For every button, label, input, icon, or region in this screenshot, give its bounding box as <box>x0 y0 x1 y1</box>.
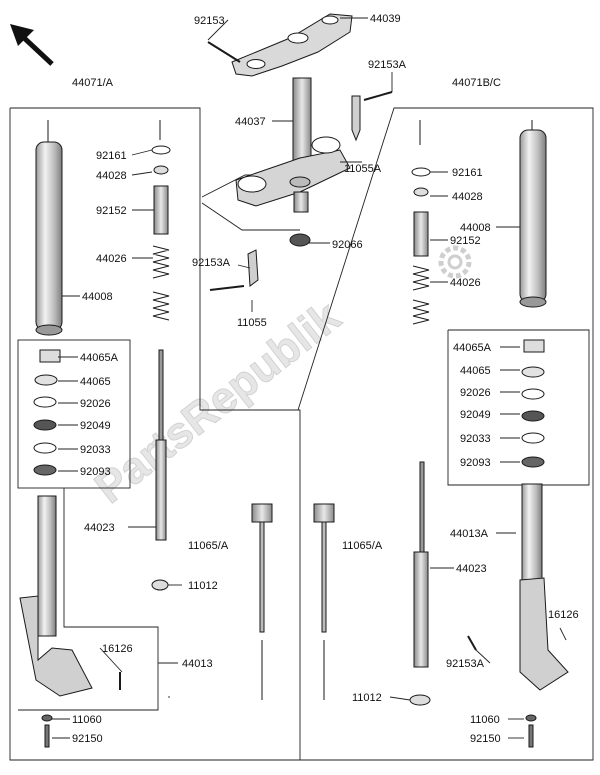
label-44039: 44039 <box>370 13 401 25</box>
label-right-16126: 16126 <box>548 609 579 621</box>
label-right-44008: 44008 <box>460 222 491 234</box>
label-left-92033: 92033 <box>80 444 111 456</box>
label-left-92161: 92161 <box>96 150 127 162</box>
gear-icon <box>438 245 472 279</box>
watermark-text: PartsRepublik <box>86 292 350 513</box>
direction-arrow-icon <box>10 24 54 66</box>
label-92153a-mid: 92153A <box>192 257 231 269</box>
leader-lines <box>52 17 567 739</box>
label-left-44023: 44023 <box>84 522 115 534</box>
label-right-92150: 92150 <box>470 733 501 745</box>
label-right-44028: 44028 <box>452 191 483 203</box>
label-right-11060: 11060 <box>470 714 500 726</box>
label-left-92093: 92093 <box>80 466 111 478</box>
label-44037: 44037 <box>235 116 266 128</box>
label-left-92152: 92152 <box>96 205 127 217</box>
label-group-right: 44071B/C <box>452 77 501 89</box>
part-labels: 44071/A 44071B/C 92153 44039 92153A 4403… <box>72 13 579 745</box>
label-center-11065a-left: 11065/A <box>188 540 229 552</box>
label-left-44028: 44028 <box>96 170 127 182</box>
label-right-44026: 44026 <box>450 277 481 289</box>
label-left-92026: 92026 <box>80 398 111 410</box>
label-right-44023: 44023 <box>456 563 487 575</box>
label-center-11012-right: 11012 <box>352 692 382 704</box>
label-right-44065: 44065 <box>460 365 491 377</box>
label-left-44065a: 44065A <box>80 352 119 364</box>
label-right-92153a: 92153A <box>446 658 485 670</box>
label-11055a: 11055A <box>344 163 382 175</box>
center-cartridges <box>251 503 335 700</box>
label-right-92152: 92152 <box>450 235 481 247</box>
group-outlines <box>9 107 594 761</box>
label-left-16126: 16126 <box>102 643 133 655</box>
label-left-92049: 92049 <box>80 420 111 432</box>
label-right-44065a: 44065A <box>453 342 492 354</box>
label-right-44013a: 44013A <box>450 528 489 540</box>
label-left-44013: 44013 <box>182 658 213 670</box>
label-right-92026: 92026 <box>460 387 491 399</box>
label-92153-top: 92153 <box>194 15 225 27</box>
label-center-11065a-right: 11065/A <box>342 540 383 552</box>
label-left-92150: 92150 <box>72 733 103 745</box>
label-11055: 11055 <box>237 317 267 329</box>
steering-stem-assembly <box>209 77 393 291</box>
right-fork-parts <box>409 120 569 748</box>
label-left-44008: 44008 <box>82 291 113 303</box>
label-92153a-top: 92153A <box>368 59 407 71</box>
left-fork-parts <box>19 120 171 748</box>
label-group-left: 44071/A <box>72 77 114 89</box>
label-left-44026: 44026 <box>96 253 127 265</box>
label-92066: 92066 <box>332 239 363 251</box>
label-right-92161: 92161 <box>452 167 483 179</box>
label-left-11060: 11060 <box>72 714 102 726</box>
upper-triple-clamp <box>207 13 353 77</box>
label-right-92093: 92093 <box>460 457 491 469</box>
label-right-92049: 92049 <box>460 409 491 421</box>
label-left-44065: 44065 <box>80 376 111 388</box>
label-center-11012-left: 11012 <box>188 580 218 592</box>
label-right-92033: 92033 <box>460 433 491 445</box>
